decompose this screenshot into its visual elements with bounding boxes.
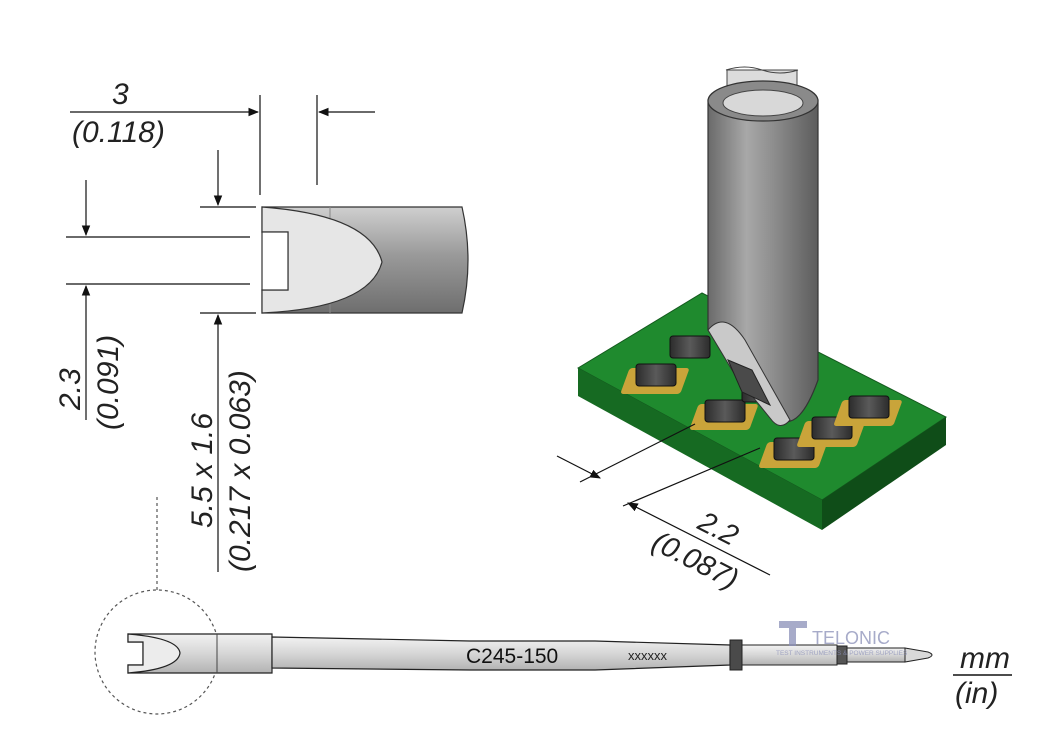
serial-number: xxxxxx (628, 648, 668, 663)
component-in-label: (0.217 x 0.063) (224, 370, 257, 572)
part-number: C245-150 (466, 645, 558, 668)
full-tip-view: C245-150 xxxxxx (94, 497, 933, 715)
slot-in-label: (0.091) (92, 335, 125, 430)
units-metric: mm (960, 642, 1010, 675)
width-dimension: 3 (0.118) (70, 78, 375, 195)
component-mm-label: 5.5 x 1.6 (186, 413, 219, 528)
brand-watermark: TELONIC TEST INSTRUMENTS & POWER SUPPLIE… (776, 621, 908, 657)
width-in-label: (0.118) (72, 116, 165, 149)
telonic-logo-icon (779, 621, 807, 646)
width-mm-label: 3 (112, 78, 129, 111)
pcb-illustration: 2.2 (0.087) (556, 66, 947, 596)
slot-dimension: 2.3 (0.091) (54, 180, 250, 430)
tip-3d (707, 66, 819, 426)
watermark-tagline: TEST INSTRUMENTS & POWER SUPPLIES (776, 650, 908, 657)
watermark-brand: TELONIC (812, 628, 890, 648)
units-imperial: (in) (955, 677, 998, 710)
slot-mm-label: 2.3 (54, 368, 87, 411)
units-legend: mm (in) (953, 642, 1012, 710)
tip-side-view (261, 206, 469, 314)
component-dimension: 5.5 x 1.6 (0.217 x 0.063) (186, 150, 257, 572)
